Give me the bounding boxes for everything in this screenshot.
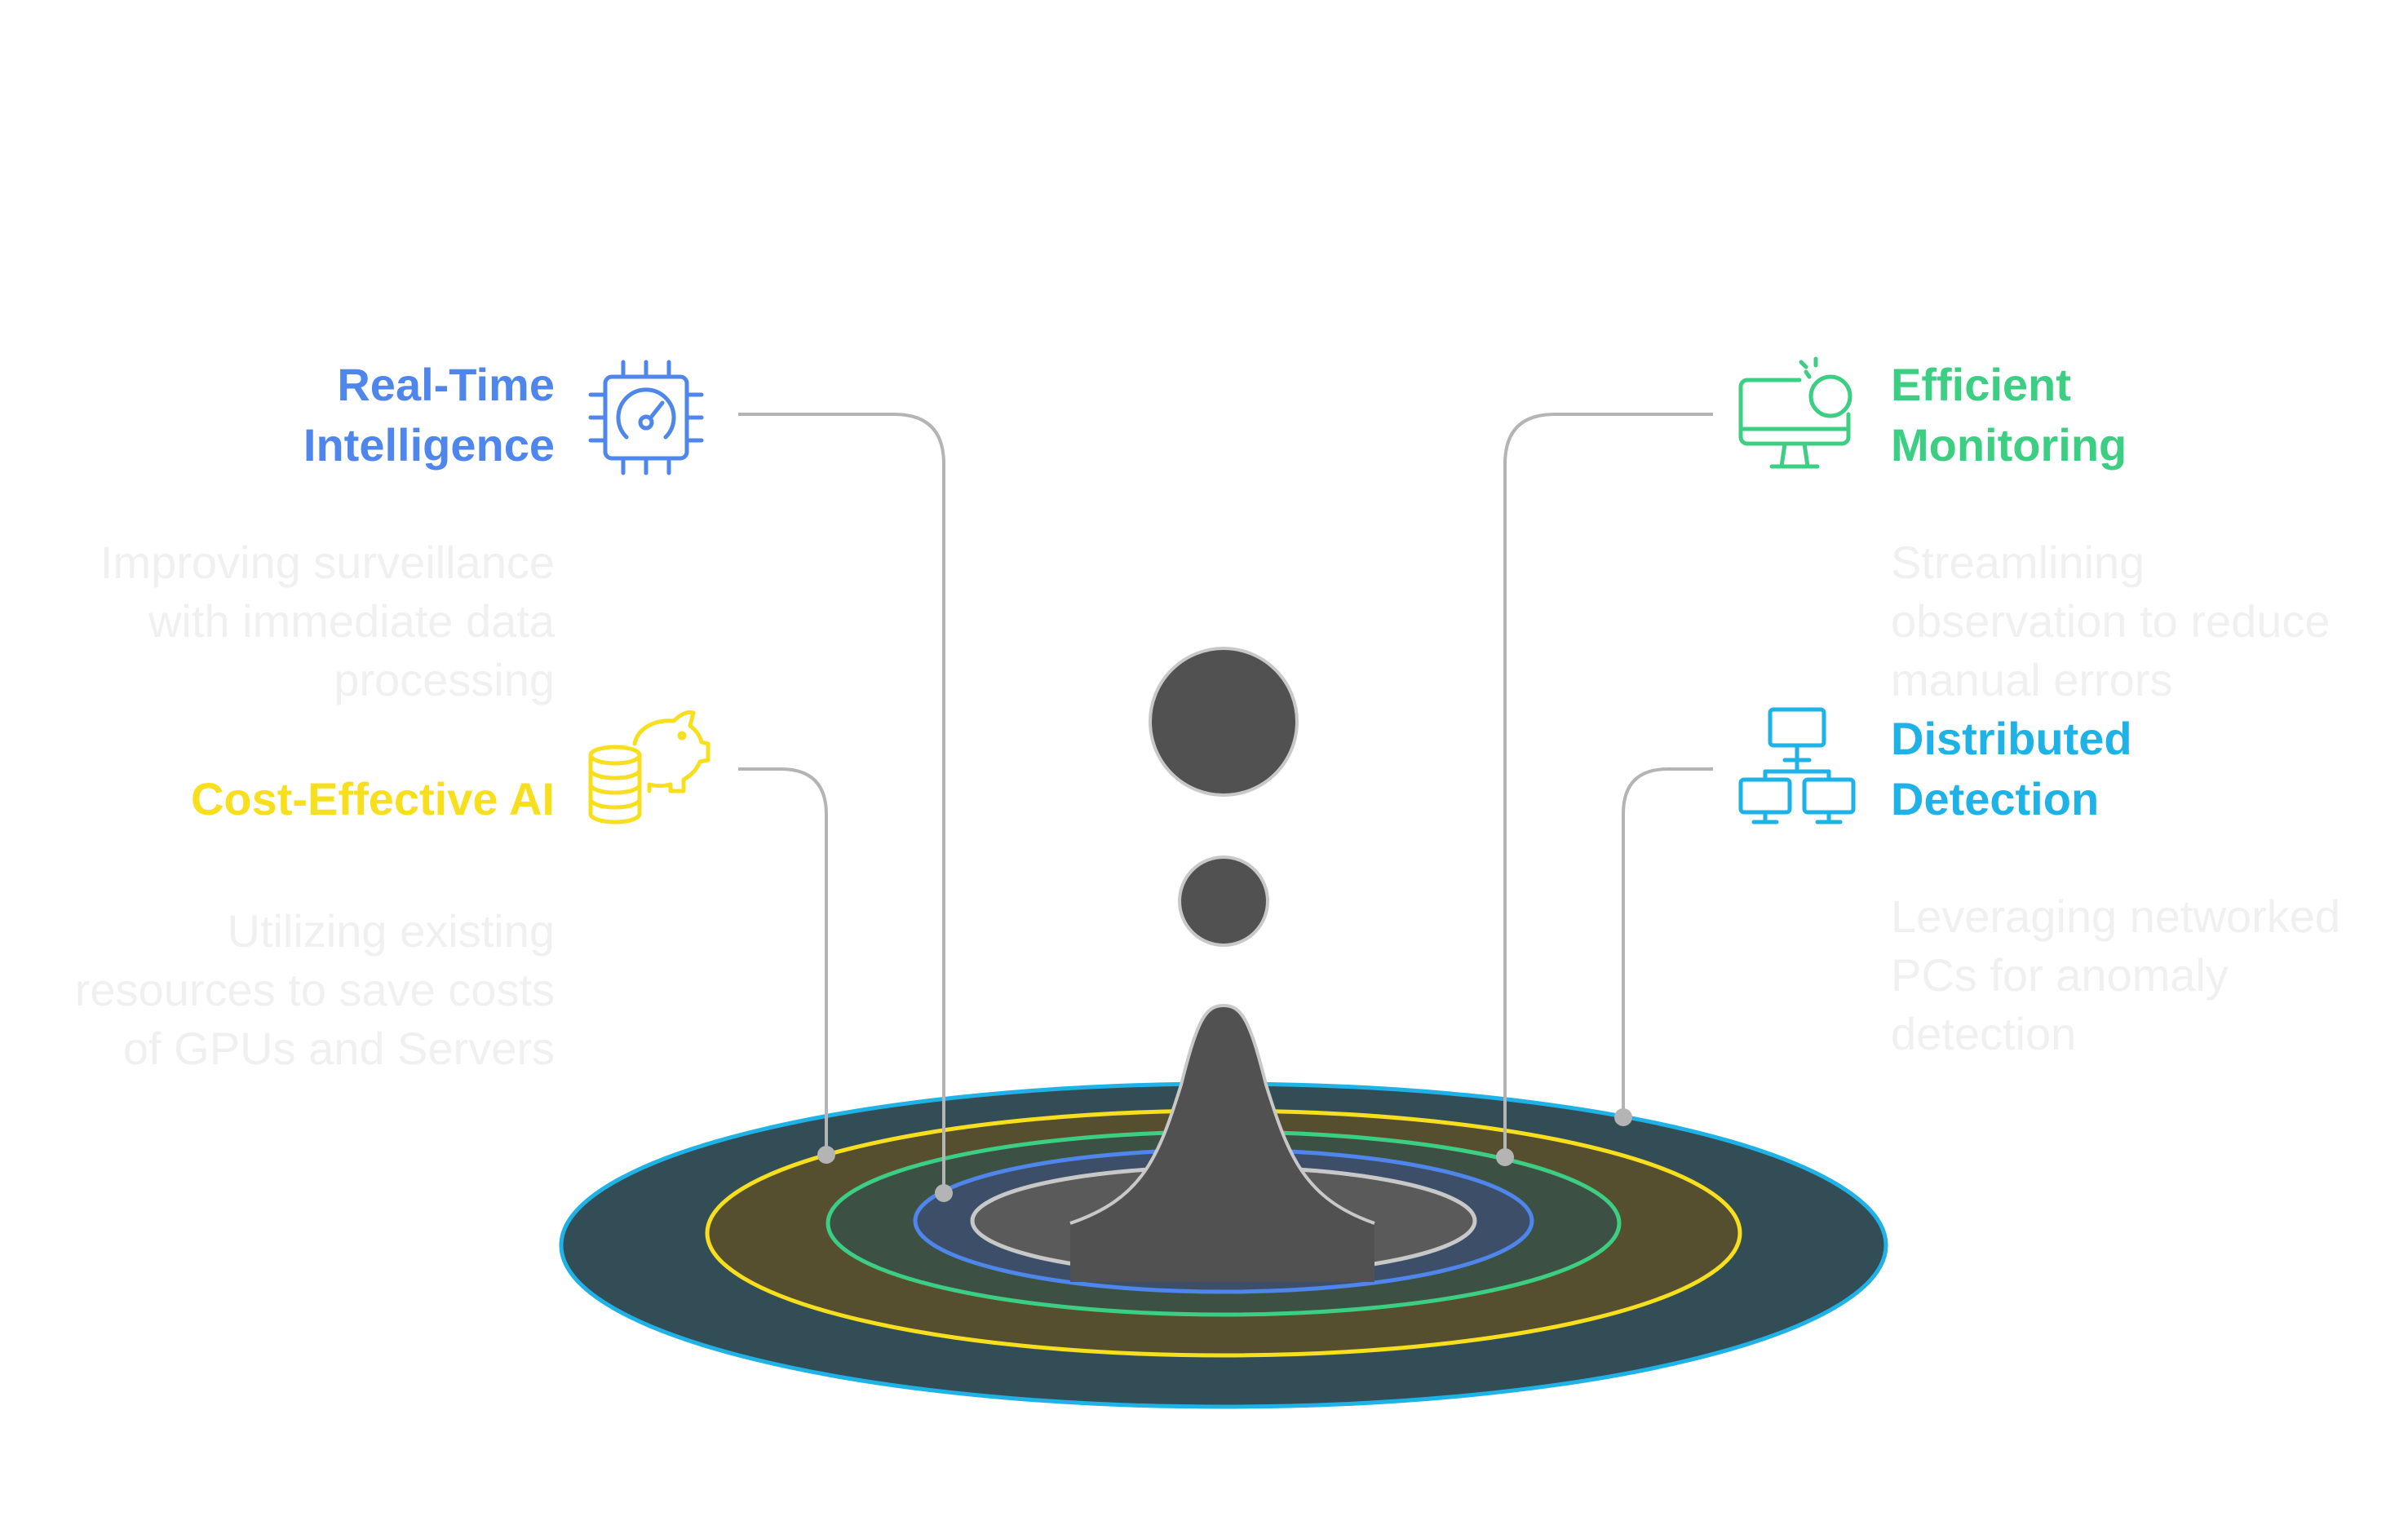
splash-peak bbox=[1070, 1006, 1374, 1282]
connector-dot-real-time-intelligence bbox=[935, 1184, 953, 1202]
desc-distributed-detection: Leveraging networked PCs for anomaly det… bbox=[1891, 891, 2341, 1059]
desc-cost-effective-ai: Utilizing existing resources to save cos… bbox=[74, 905, 555, 1074]
splash-peak-outline bbox=[1069, 1003, 1375, 1225]
connector-real-time-intelligence bbox=[738, 413, 945, 1193]
title-distributed-detection: Distributed Detection bbox=[1891, 713, 2132, 824]
large-droplet bbox=[1149, 647, 1299, 797]
coins-piggy-bank-icon bbox=[588, 710, 710, 824]
connector-cost-effective-ai bbox=[738, 767, 828, 1155]
connector-efficient-monitoring bbox=[1503, 413, 1713, 1157]
title-cost-effective-ai: Cost-Effective AI bbox=[190, 773, 555, 824]
connector-dot-distributed-detection bbox=[1614, 1108, 1632, 1126]
connector-distributed-detection bbox=[1622, 767, 1713, 1117]
title-real-time-intelligence: Real-Time Intelligence bbox=[303, 359, 555, 471]
desc-real-time-intelligence: Improving surveillance with immediate da… bbox=[100, 537, 555, 705]
network-computers-icon bbox=[1738, 707, 1856, 824]
cpu-gauge-icon bbox=[588, 360, 704, 475]
connector-dot-cost-effective-ai bbox=[817, 1146, 835, 1164]
monitor-alert-icon bbox=[1738, 356, 1852, 469]
desc-efficient-monitoring: Streamlining observation to reduce manua… bbox=[1891, 537, 2331, 705]
connector-dot-efficient-monitoring bbox=[1496, 1148, 1514, 1166]
title-efficient-monitoring: Efficient Monitoring bbox=[1891, 359, 2127, 471]
small-droplet bbox=[1178, 855, 1269, 947]
